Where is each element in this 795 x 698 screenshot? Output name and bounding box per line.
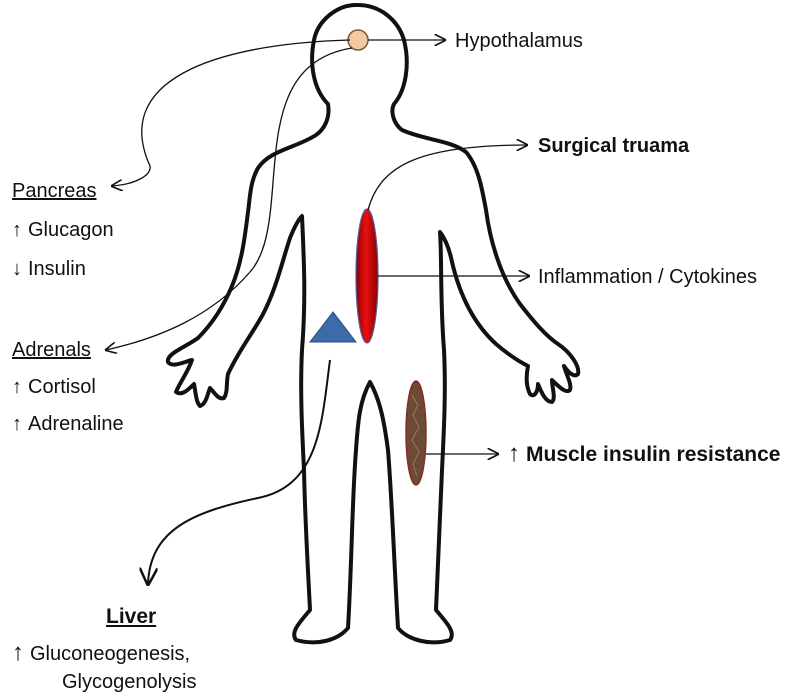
gluconeogenesis-text: Gluconeogenesis,: [30, 643, 190, 665]
up-arrow-icon: ↑: [12, 641, 24, 665]
hypothalamus-label: Hypothalamus: [455, 31, 583, 51]
liver-title: Liver: [106, 606, 156, 627]
cortisol-text: Cortisol: [28, 376, 96, 398]
insulin-text: Insulin: [28, 258, 86, 280]
glucagon-text: Glucagon: [28, 219, 114, 241]
adrenals-title: Adrenals: [12, 340, 91, 360]
pancreas-title: Pancreas: [12, 181, 97, 201]
surgical-incision: [356, 209, 378, 343]
up-arrow-icon: ↑: [12, 414, 22, 434]
adrenaline-text: Adrenaline: [28, 413, 124, 435]
muscle-label: ↑ Muscle insulin resistance: [508, 442, 780, 466]
pancreas-insulin: ↓ Insulin: [12, 259, 86, 279]
up-arrow-icon: ↑: [508, 442, 520, 466]
up-arrow-icon: ↑: [12, 220, 22, 240]
surgical-trauma-label: Surgical truama: [538, 136, 689, 156]
inflammation-label: Inflammation / Cytokines: [538, 267, 757, 287]
hypothalamus-marker: [348, 30, 368, 50]
liver-line-1: ↑ Gluconeogenesis,: [12, 641, 190, 665]
adrenals-adrenaline: ↑ Adrenaline: [12, 414, 124, 434]
liver-line-2: Glycogenolysis: [62, 672, 197, 692]
down-arrow-icon: ↓: [12, 259, 22, 279]
adrenals-cortisol: ↑ Cortisol: [12, 377, 96, 397]
pancreas-glucagon: ↑ Glucagon: [12, 220, 114, 240]
muscle-label-text: Muscle insulin resistance: [526, 443, 780, 466]
up-arrow-icon: ↑: [12, 377, 22, 397]
